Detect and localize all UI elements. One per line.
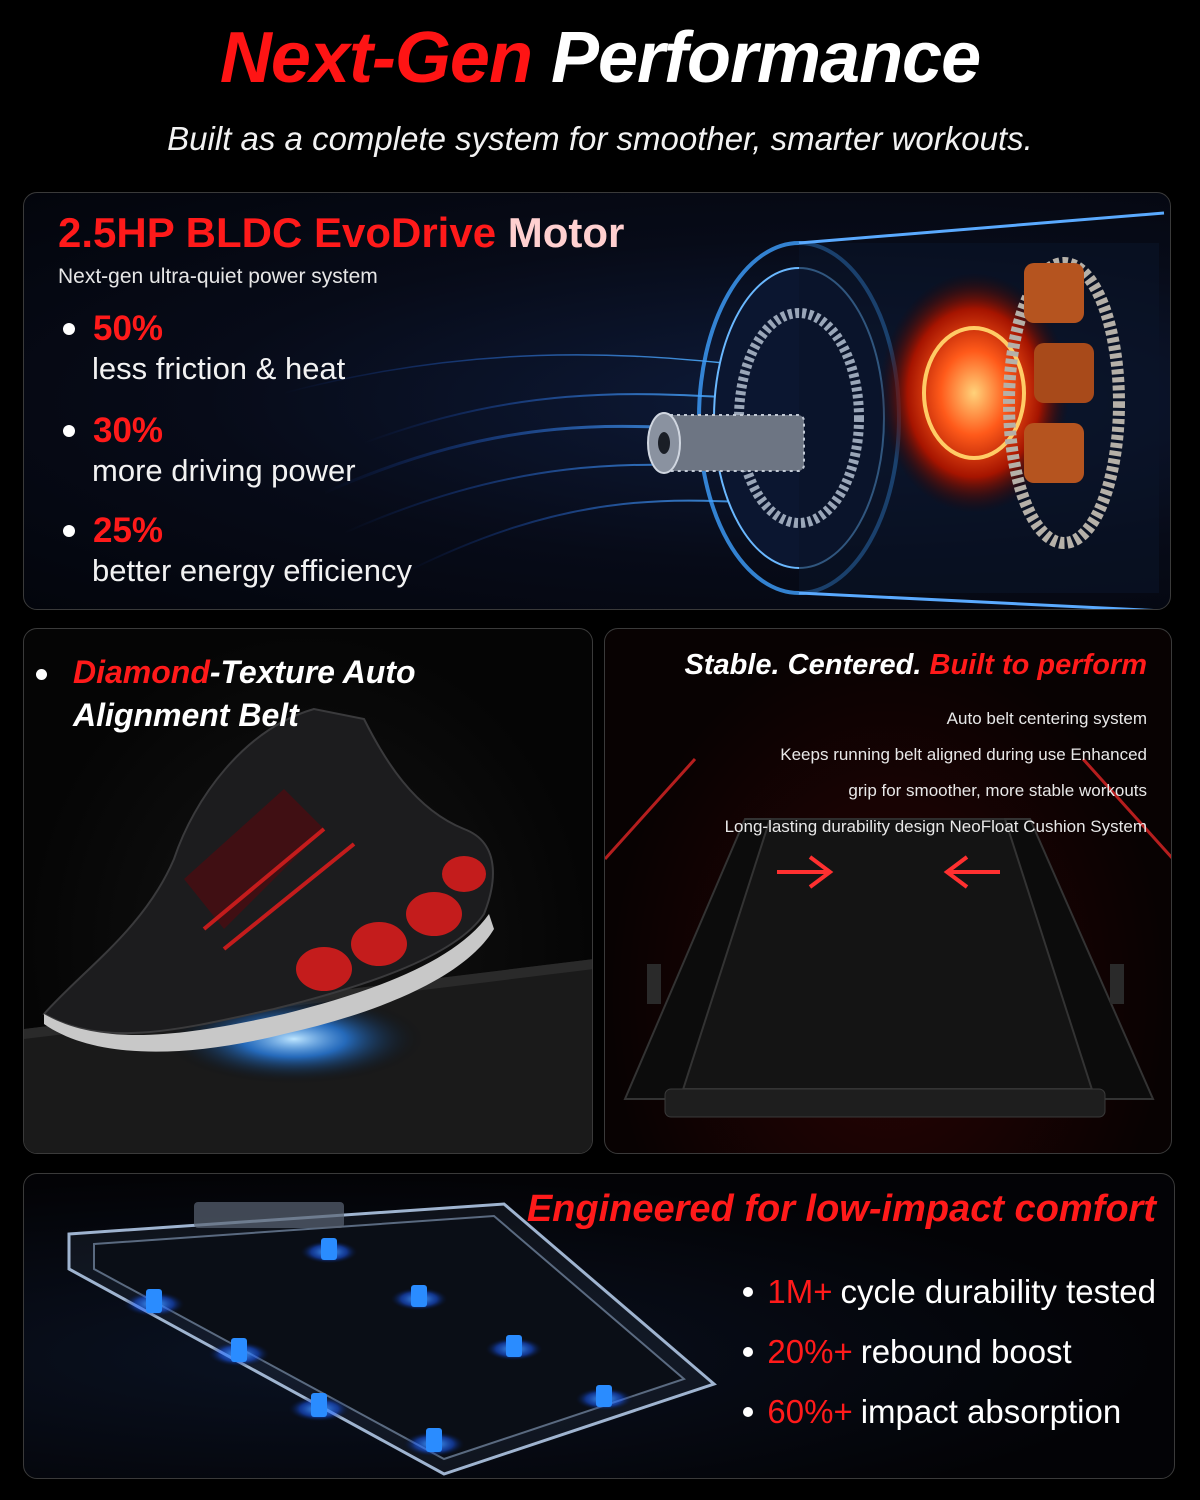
bullet-icon [63, 525, 75, 537]
cushion-deck-illustration [67, 1202, 717, 1476]
centering-line: Auto belt centering system [946, 709, 1147, 728]
bullet-icon [36, 669, 47, 681]
list-item: 1M+ cycle durability tested [743, 1262, 1156, 1322]
item-value: 60%+ [767, 1393, 853, 1430]
stat-value: 25% [93, 511, 164, 550]
belt-title-red: Diamond [73, 654, 210, 690]
spring-icon [207, 1338, 271, 1367]
bullet-icon [63, 425, 75, 437]
spring-icon [574, 1385, 634, 1411]
header: Next-Gen Performance Built as a complete… [0, 22, 1200, 158]
bullet-icon [743, 1407, 754, 1417]
motor-stat: 30% more driving power [58, 411, 356, 489]
item-value: 1M+ [767, 1273, 833, 1310]
list-item: 60%+ impact absorption [743, 1382, 1156, 1442]
cushion-panel: Engineered for low-impact comfort 1M+ cy… [23, 1173, 1175, 1479]
belt-feature-panel: Diamond-Texture Auto Alignment Belt [23, 628, 593, 1154]
page-title: Next-Gen Performance [0, 22, 1200, 94]
stat-label: better energy efficiency [92, 553, 412, 588]
motor-illustration [283, 211, 1165, 609]
motor-stat: 25% better energy efficiency [58, 511, 412, 589]
motor-title: 2.5HP BLDC EvoDrive Motor [58, 209, 624, 257]
item-label: cycle durability tested [840, 1273, 1156, 1310]
belt-feature-title: Diamond-Texture Auto Alignment Belt [36, 651, 416, 737]
bullet-icon [743, 1347, 754, 1357]
stat-label: less friction & heat [92, 351, 346, 386]
spring-icon [402, 1428, 466, 1457]
stat-label: more driving power [92, 453, 356, 488]
spring-icon [299, 1238, 359, 1264]
arrow-left-icon [943, 855, 1000, 889]
stat-value: 30% [93, 411, 164, 450]
page-subtitle: Built as a complete system for smoother,… [167, 120, 1033, 157]
motor-title-pink: Motor [507, 209, 625, 256]
motor-subtitle: Next-gen ultra-quiet power system [58, 265, 378, 288]
centering-title: Stable. Centered. Built to perform [685, 649, 1147, 682]
belt-title-rest: -Texture Auto [209, 654, 416, 690]
item-label: rebound boost [860, 1333, 1072, 1370]
centering-line: Keeps running belt aligned during use En… [780, 745, 1147, 764]
cushion-title: Engineered for low-impact comfort [526, 1188, 1156, 1230]
item-value: 20%+ [767, 1333, 853, 1370]
shoe-illustration [24, 707, 592, 1153]
motor-panel: 2.5HP BLDC EvoDrive Motor Next-gen ultra… [23, 192, 1171, 610]
centering-description: Auto belt centering system Keeps running… [725, 701, 1147, 845]
bullet-icon [63, 323, 75, 335]
stat-value: 50% [93, 309, 164, 348]
centering-line: Long-lasting durability design NeoFloat … [724, 817, 1147, 836]
centering-panel: Stable. Centered. Built to perform Auto … [604, 628, 1172, 1154]
centering-line: grip for smoother, more stable workouts [848, 781, 1147, 800]
arrow-right-icon [777, 855, 834, 889]
list-item: 20%+ rebound boost [743, 1322, 1156, 1382]
cushion-list: 1M+ cycle durability tested 20%+ rebound… [743, 1262, 1156, 1442]
item-label: impact absorption [860, 1393, 1122, 1430]
title-red: Next-Gen [219, 18, 533, 98]
spring-icon [389, 1285, 449, 1311]
spring-icon [287, 1393, 351, 1422]
centering-title-red: Built to perform [929, 649, 1148, 681]
centering-title-white: Stable. Centered. [684, 649, 922, 681]
belt-title-line2: Alignment Belt [73, 697, 299, 734]
treadmill-belt-illustration [605, 757, 1171, 1153]
bullet-icon [743, 1287, 754, 1297]
motor-stat: 50% less friction & heat [58, 309, 345, 387]
spring-icon [122, 1289, 186, 1317]
spring-icon [484, 1335, 544, 1361]
title-white: Performance [550, 18, 981, 98]
motor-title-red: 2.5HP BLDC EvoDrive [58, 209, 497, 256]
